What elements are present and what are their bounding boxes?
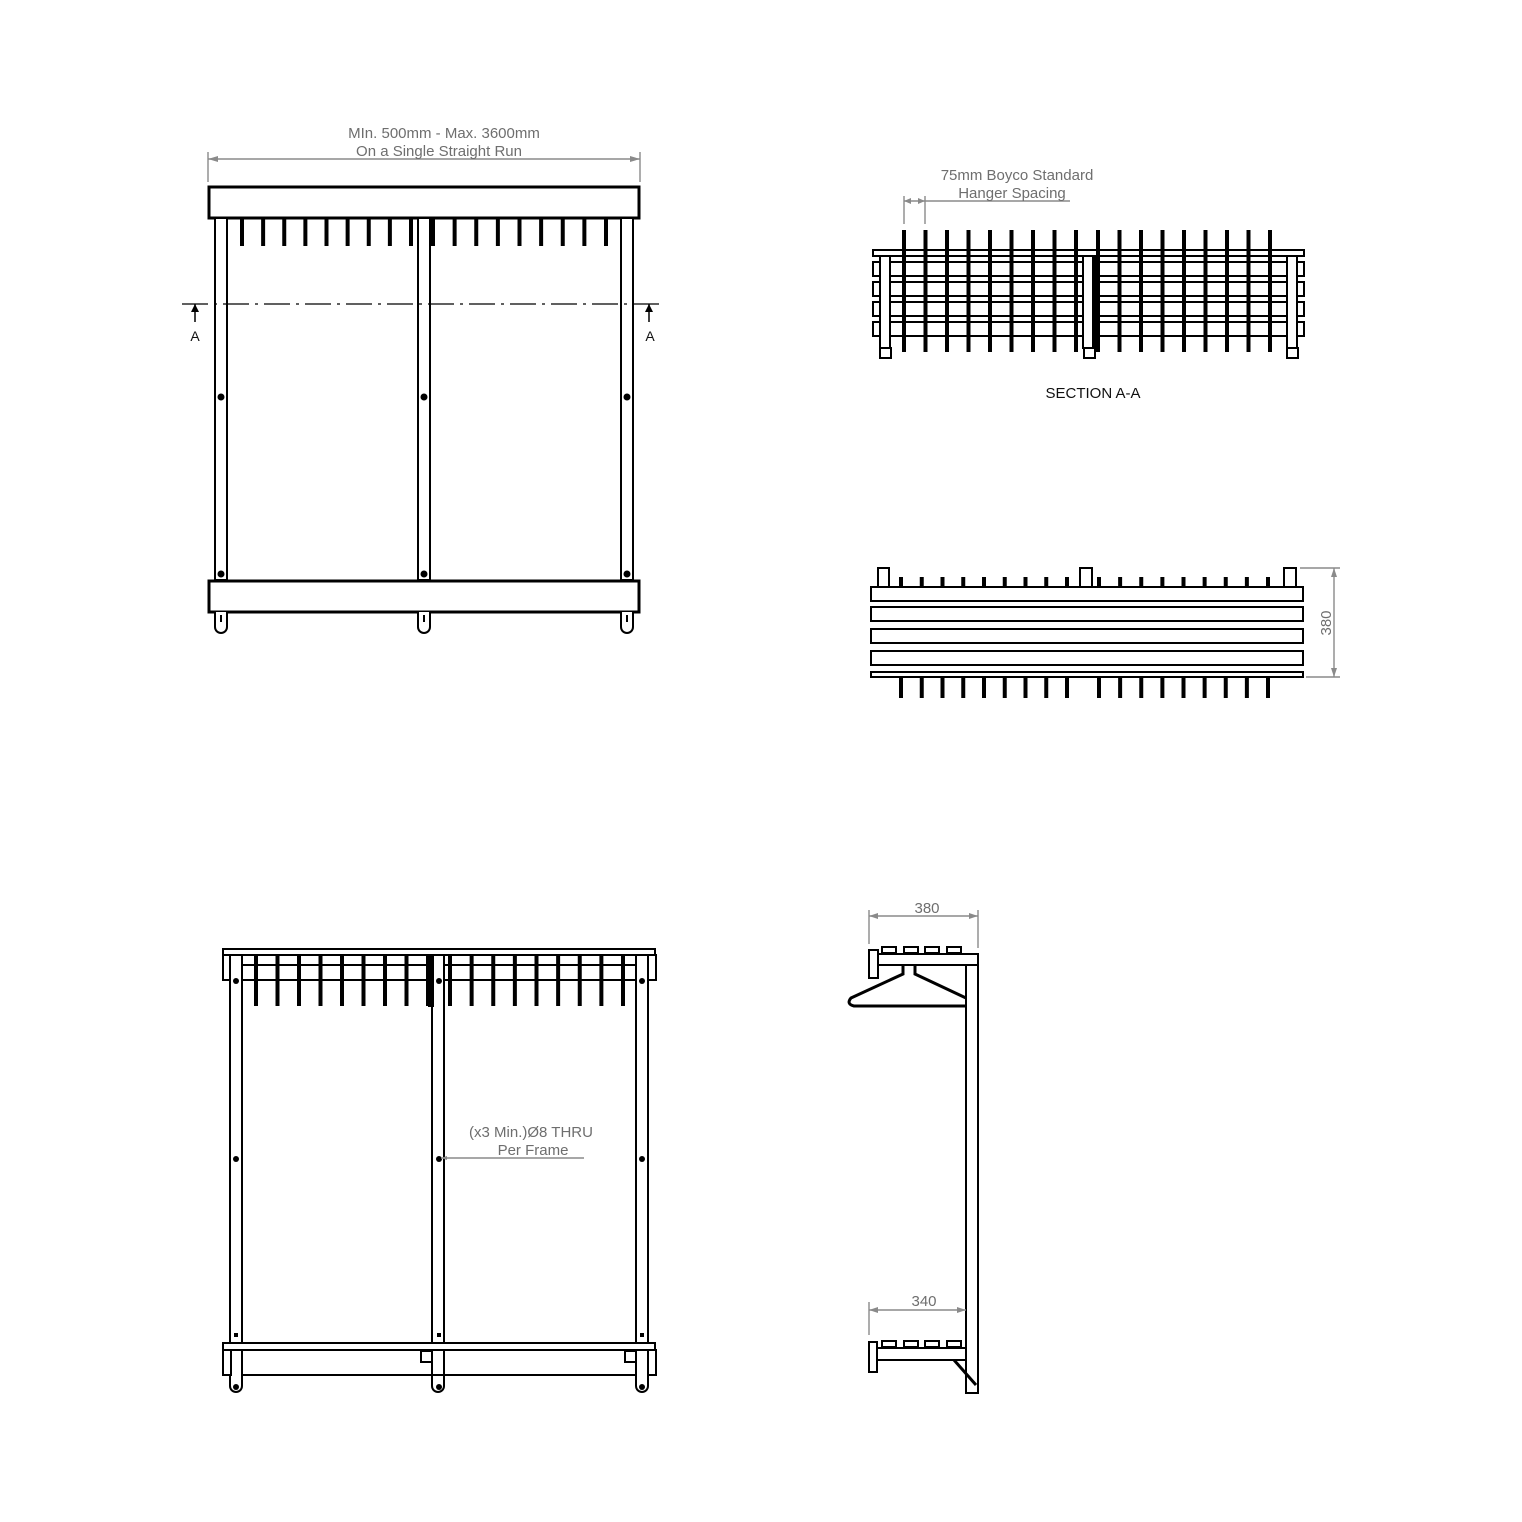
plan-depth-label: 380: [1318, 610, 1335, 635]
rear-view: (x3 Min.)Ø8 THRU Per Frame: [222, 948, 657, 1393]
fixing-note-line1: (x3 Min.)Ø8 THRU: [469, 1124, 593, 1141]
front-hangers: [240, 218, 608, 246]
section-title: SECTION A-A: [1045, 385, 1140, 402]
hanger-spacing-dimension: 75mm Boyco Standard Hanger Spacing: [903, 167, 1094, 224]
section-marker-right: A: [645, 328, 655, 344]
hanger-spacing-label-1: 75mm Boyco Standard: [941, 167, 1094, 184]
plan-rails: [870, 586, 1304, 666]
depth-dimension: 380: [1300, 567, 1340, 678]
front-view: MIn. 500mm - Max. 3600mm On a Single Str…: [182, 125, 662, 634]
feet: [214, 612, 634, 634]
plan-bottom-hangers: [899, 677, 1270, 698]
hanger-spacing-label-2: Hanger Spacing: [958, 185, 1066, 202]
plan-top-hanger-stubs: [899, 577, 1270, 587]
side-bottom-depth-label: 340: [911, 1293, 936, 1310]
section-hangers: [902, 230, 1272, 352]
side-top-depth-label: 380: [914, 900, 939, 917]
bottom-depth-dimension: 340: [868, 1293, 966, 1335]
section-line-a-a: A A: [182, 303, 662, 344]
rear-hangers: [254, 955, 625, 1007]
section-slats: [872, 261, 1305, 337]
straight-run-label: On a Single Straight Run: [356, 143, 522, 160]
width-dimension: MIn. 500mm - Max. 3600mm On a Single Str…: [207, 125, 641, 182]
rear-fixing-holes: [233, 978, 645, 1390]
fixing-holes: [217, 393, 631, 578]
fixing-note: (x3 Min.)Ø8 THRU Per Frame: [441, 1124, 593, 1160]
bottom-rail: [207, 579, 641, 614]
plan-view: 380: [870, 567, 1340, 698]
fixing-note-line2: Per Frame: [498, 1142, 569, 1159]
width-range-label: MIn. 500mm - Max. 3600mm: [348, 125, 540, 142]
top-depth-dimension: 380: [868, 900, 979, 948]
side-view: 380 340: [847, 900, 979, 1394]
section-marker-left: A: [190, 328, 200, 344]
section-a-a-view: 75mm Boyco Standard Hanger Spacing SECTI…: [872, 167, 1305, 402]
top-rail: [207, 185, 641, 220]
